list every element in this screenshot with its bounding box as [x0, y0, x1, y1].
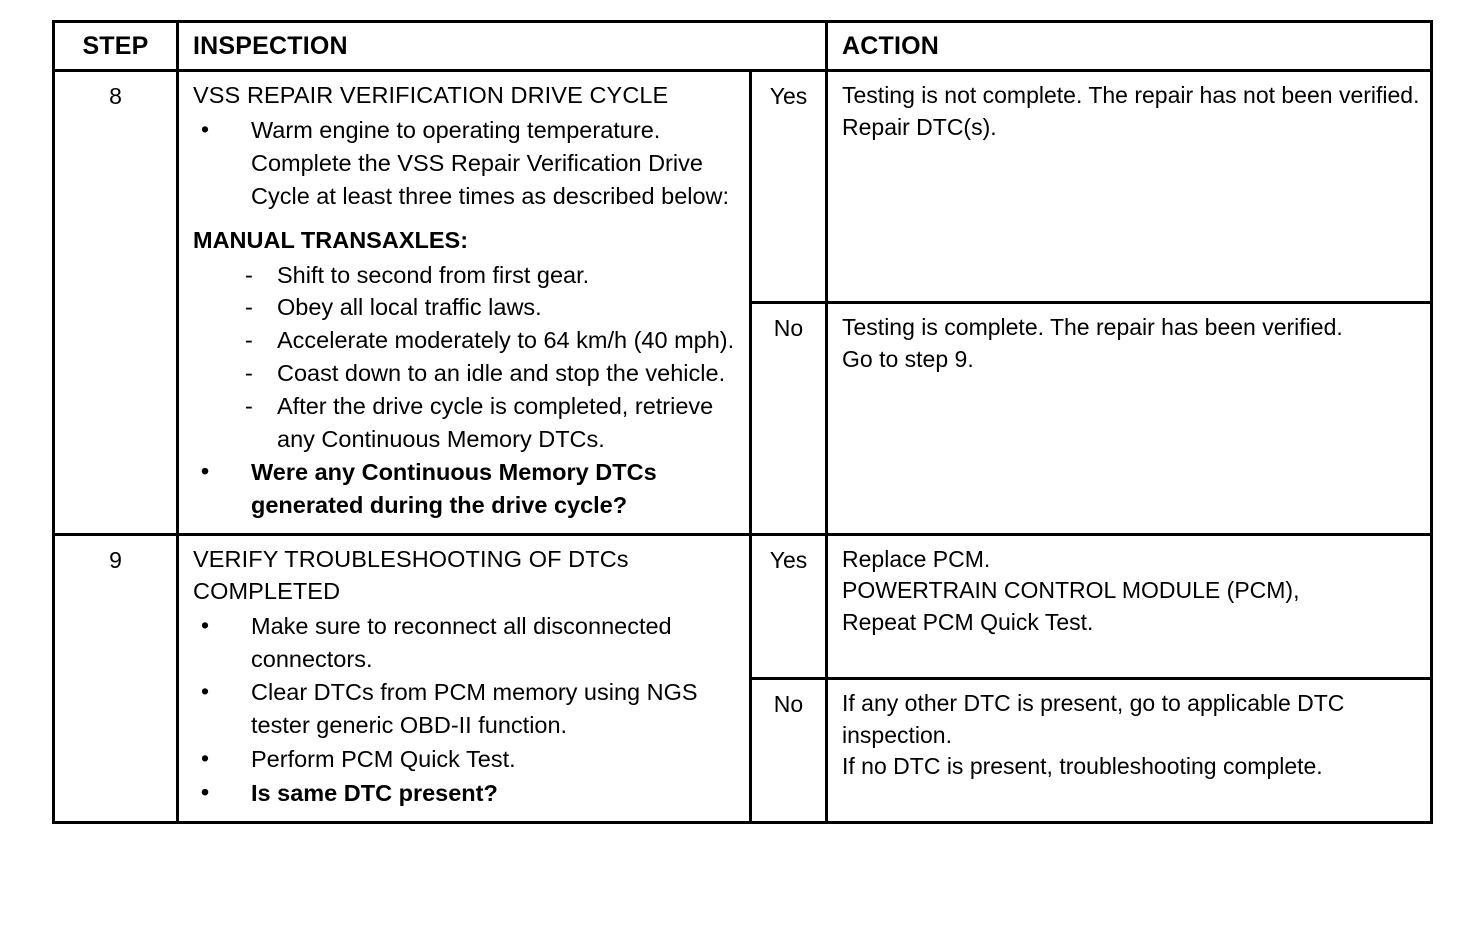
action-cell-no: If any other DTC is present, go to appli… [825, 676, 1434, 824]
table-row: 8 VSS REPAIR VERIFICATION DRIVE CYCLE Wa… [52, 69, 1434, 536]
step-number: 8 [52, 69, 179, 536]
inspection-bullet-list-top: Warm engine to operating temperature. Co… [193, 113, 739, 213]
inspection-title: VSS REPAIR VERIFICATION DRIVE CYCLE [193, 82, 669, 108]
inspection-cell: VSS REPAIR VERIFICATION DRIVE CYCLE Warm… [176, 69, 752, 536]
action-line: Testing is complete. The repair has been… [842, 313, 1343, 340]
table-header: STEP INSPECTION ACTION [52, 20, 1434, 72]
action-line: Repair DTC(s). [842, 113, 997, 140]
outcome-label-no: No [748, 676, 829, 824]
list-item: Accelerate moderately to 64 km/h (40 mph… [193, 324, 739, 357]
column-header-inspection: INSPECTION [175, 20, 829, 72]
step-number: 9 [52, 532, 179, 824]
list-item: Shift to second from first gear. [193, 259, 739, 292]
table-row: No Testing is complete. The repair has b… [54, 300, 1434, 536]
column-header-action: ACTION [825, 20, 1434, 72]
action-line: If no DTC is present, troubleshooting co… [842, 753, 1323, 780]
inspection-dash-list: Shift to second from first gear. Obey al… [193, 259, 739, 456]
action-line: Testing is not complete. The repair has … [842, 82, 1420, 108]
list-item: Were any Continuous Memory DTCs generate… [193, 455, 739, 522]
list-item: Coast down to an idle and stop the vehic… [193, 357, 739, 390]
action-line: Replace PCM. [842, 545, 991, 572]
outcome-label-no: No [748, 300, 829, 536]
outcome-label-yes: Yes [748, 69, 829, 304]
outcome-label-yes: Yes [748, 532, 829, 680]
list-item: Make sure to reconnect all disconnected … [193, 609, 739, 676]
action-cell-no: Testing is complete. The repair has been… [825, 300, 1434, 536]
table-row: No If any other DTC is present, go to ap… [54, 676, 1434, 824]
inspection-bullet-list-question: Were any Continuous Memory DTCs generate… [193, 455, 739, 522]
list-item: Warm engine to operating temperature. Co… [193, 113, 739, 213]
inspection-title: VERIFY TROUBLESHOOTING OF DTCs COMPLETED [193, 545, 629, 604]
inspection-bullet-list-top: Make sure to reconnect all disconnected … [193, 609, 739, 776]
action-line: Repeat PCM Quick Test. [842, 609, 1094, 636]
list-item: After the drive cycle is completed, retr… [193, 390, 739, 456]
inspection-bullet-list-question: Is same DTC present? [193, 776, 739, 810]
table-body: 8 VSS REPAIR VERIFICATION DRIVE CYCLE Wa… [52, 69, 1434, 824]
header-row: STEP INSPECTION ACTION [52, 20, 1434, 72]
action-line: If any other DTC is present, go to appli… [842, 689, 1345, 748]
list-item: Obey all local traffic laws. [193, 291, 739, 324]
diagnostic-table: STEP INSPECTION ACTION 8 VSS REPAIR VERI… [52, 20, 1434, 824]
inspection-subheading: MANUAL TRANSAXLES: [193, 226, 469, 253]
action-line: POWERTRAIN CONTROL MODULE (PCM), [842, 577, 1300, 604]
column-header-step: STEP [52, 20, 179, 72]
action-cell-yes: Testing is not complete. The repair has … [825, 69, 1434, 304]
list-item: Perform PCM Quick Test. [193, 742, 739, 776]
list-item: Is same DTC present? [193, 776, 739, 810]
action-cell-yes: Replace PCM. POWERTRAIN CONTROL MODULE (… [825, 532, 1434, 680]
table-row: 9 VERIFY TROUBLESHOOTING OF DTCs COMPLET… [52, 532, 1434, 824]
inspection-cell: VERIFY TROUBLESHOOTING OF DTCs COMPLETED… [176, 532, 752, 824]
list-item: Clear DTCs from PCM memory using NGS tes… [193, 675, 739, 742]
action-line: Go to step 9. [842, 345, 974, 372]
